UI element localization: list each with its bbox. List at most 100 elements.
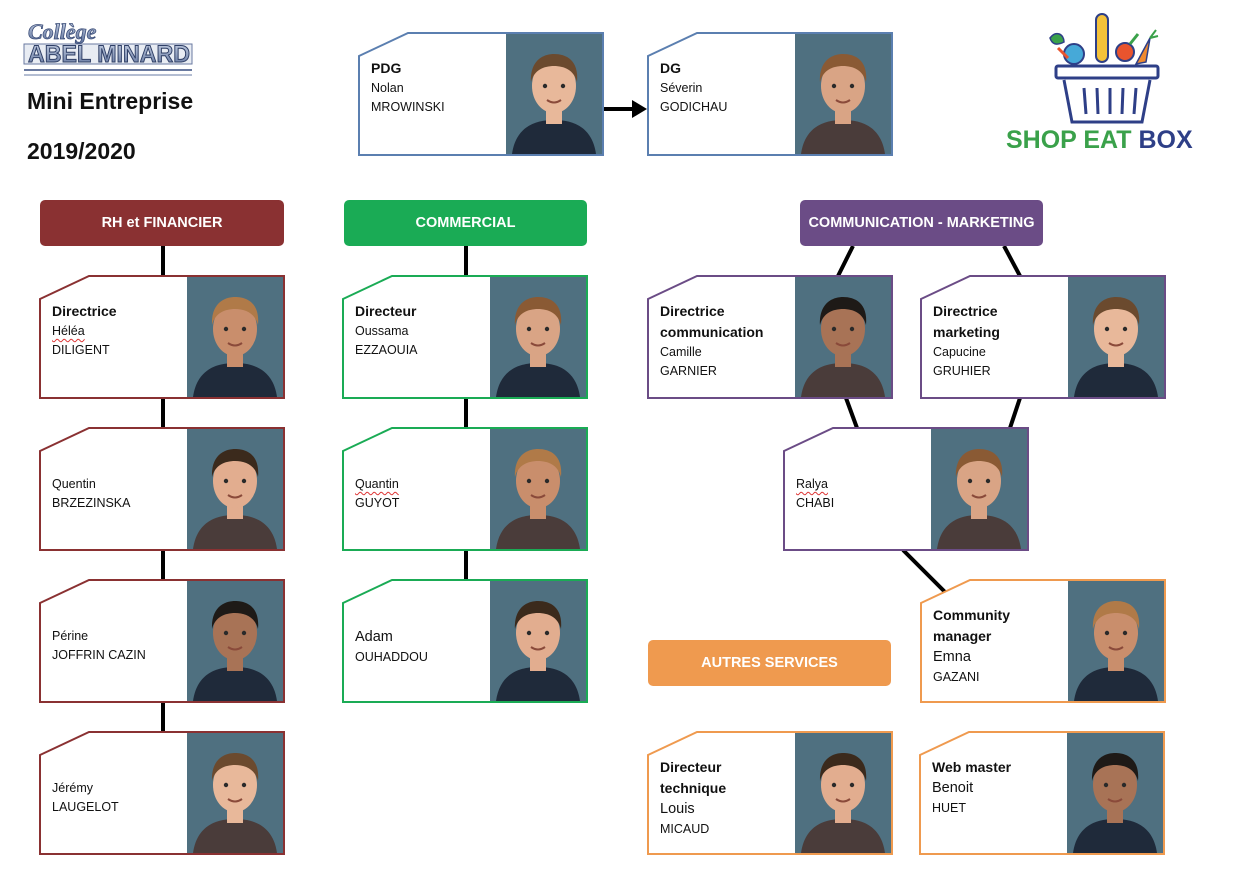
card-last-name: CHABI: [796, 496, 835, 510]
card-last-name: HUET: [932, 801, 967, 815]
card-first-name: Camille: [660, 345, 702, 359]
portrait-icon: [187, 581, 283, 701]
portrait-icon: [1068, 277, 1164, 397]
portrait-photo: [795, 277, 891, 397]
card-marketing-directrice: Directrice marketing Capucine GRUHIER: [920, 275, 1166, 399]
card-commercial-member: Quantin GUYOT: [342, 427, 588, 551]
card-last-name: GAZANI: [933, 670, 980, 684]
portrait-icon: [506, 34, 602, 154]
card-first-name: Quentin: [52, 477, 96, 491]
portrait-icon: [187, 277, 283, 397]
card-last-name: DILIGENT: [52, 343, 110, 357]
card-role: Directrice communication: [660, 303, 764, 340]
card-first-name: Quantin: [355, 477, 399, 491]
header-autres-services: AUTRES SERVICES: [648, 640, 891, 686]
portrait-photo: [931, 429, 1027, 549]
card-last-name: GRUHIER: [933, 364, 991, 378]
portrait-photo: [1067, 733, 1163, 853]
header-commercial: COMMERCIAL: [344, 200, 587, 246]
page-year: 2019/2020: [27, 138, 136, 164]
brand-word-shop: SHOP: [1006, 126, 1077, 154]
card-last-name: GUYOT: [355, 496, 400, 510]
card-role: DG: [660, 60, 681, 76]
card-communication-directrice: Directrice communication Camille GARNIER: [647, 275, 893, 399]
header-rh-financier: RH et FINANCIER: [40, 200, 284, 246]
card-role: Directrice marketing: [933, 303, 1000, 340]
card-pdg: PDG Nolan MROWINSKI: [358, 32, 604, 156]
card-first-name: Louis: [660, 801, 695, 817]
brand-word-eat: EAT: [1083, 126, 1132, 154]
brand-logo: SHOP EAT BOX: [1000, 8, 1212, 166]
card-first-name: Jérémy: [52, 781, 93, 795]
card-last-name: JOFFRIN CAZIN: [52, 648, 146, 662]
card-first-name: Séverin: [660, 81, 703, 95]
card-first-name: Adam: [355, 629, 393, 645]
card-rh-member: Quentin BRZEZINSKA: [39, 427, 285, 551]
portrait-photo: [187, 277, 283, 397]
portrait-photo: [1068, 581, 1164, 701]
card-first-name: Capucine: [933, 345, 986, 359]
card-commercial-member: Adam OUHADDOU: [342, 579, 588, 703]
card-web-master: Web master Benoit HUET: [919, 731, 1165, 855]
portrait-photo: [795, 34, 891, 154]
card-community-manager: Community manager Emna GAZANI: [920, 579, 1166, 703]
card-first-name: Nolan: [371, 81, 404, 95]
card-last-name: MICAUD: [660, 822, 710, 836]
brand-word-box: BOX: [1138, 126, 1193, 154]
card-first-name: Oussama: [355, 324, 409, 338]
card-role: Directeur: [355, 303, 417, 319]
portrait-photo: [1068, 277, 1164, 397]
card-commercial-directeur: Directeur Oussama EZZAOUIA: [342, 275, 588, 399]
portrait-icon: [795, 34, 891, 154]
card-communication-member: Ralya CHABI: [783, 427, 1029, 551]
card-rh-directrice: Directrice Héléa DILIGENT: [39, 275, 285, 399]
card-role: PDG: [371, 60, 402, 76]
card-dg: DG Séverin GODICHAU: [647, 32, 893, 156]
card-role: Directrice: [52, 303, 117, 319]
portrait-photo: [187, 581, 283, 701]
portrait-icon: [490, 581, 586, 701]
portrait-icon: [187, 429, 283, 549]
portrait-icon: [1068, 581, 1164, 701]
card-last-name: BRZEZINSKA: [52, 496, 131, 510]
card-last-name: LAUGELOT: [52, 800, 119, 814]
portrait-photo: [187, 733, 283, 853]
card-last-name: EZZAOUIA: [355, 343, 418, 357]
card-role: Web master: [932, 759, 1012, 775]
school-logo-top-text: Collège: [28, 19, 97, 44]
card-last-name: GARNIER: [660, 364, 717, 378]
portrait-photo: [187, 429, 283, 549]
card-rh-member: Périne JOFFRIN CAZIN: [39, 579, 285, 703]
portrait-photo: [506, 34, 602, 154]
school-logo-main-text: ABEL MINARD: [28, 41, 190, 68]
card-first-name: Benoit: [932, 780, 974, 796]
portrait-icon: [490, 429, 586, 549]
portrait-icon: [795, 733, 891, 853]
portrait-photo: [795, 733, 891, 853]
card-first-name: Ralya: [796, 477, 828, 491]
card-rh-member: Jérémy LAUGELOT: [39, 731, 285, 855]
portrait-photo: [490, 581, 586, 701]
card-role: Community manager: [933, 607, 1010, 644]
card-last-name: GODICHAU: [660, 100, 728, 114]
card-first-name: Emna: [933, 649, 971, 665]
card-directeur-technique: Directeur technique Louis MICAUD: [647, 731, 893, 855]
school-logo: Collège ABEL MINARD: [22, 18, 194, 80]
portrait-icon: [1067, 733, 1163, 853]
portrait-icon: [490, 277, 586, 397]
brand-name: SHOP EAT BOX: [1006, 126, 1193, 155]
portrait-photo: [490, 429, 586, 549]
card-last-name: MROWINSKI: [371, 100, 445, 114]
page-title: Mini Entreprise: [27, 88, 194, 114]
portrait-icon: [795, 277, 891, 397]
portrait-icon: [187, 733, 283, 853]
card-last-name: OUHADDOU: [355, 650, 428, 664]
portrait-icon: [931, 429, 1027, 549]
portrait-photo: [490, 277, 586, 397]
header-communication-marketing: COMMUNICATION - MARKETING: [800, 200, 1043, 246]
card-role: Directeur technique: [660, 759, 727, 796]
basket-icon: [1049, 13, 1160, 124]
card-first-name: Périne: [52, 629, 89, 643]
card-first-name: Héléa: [52, 324, 85, 338]
